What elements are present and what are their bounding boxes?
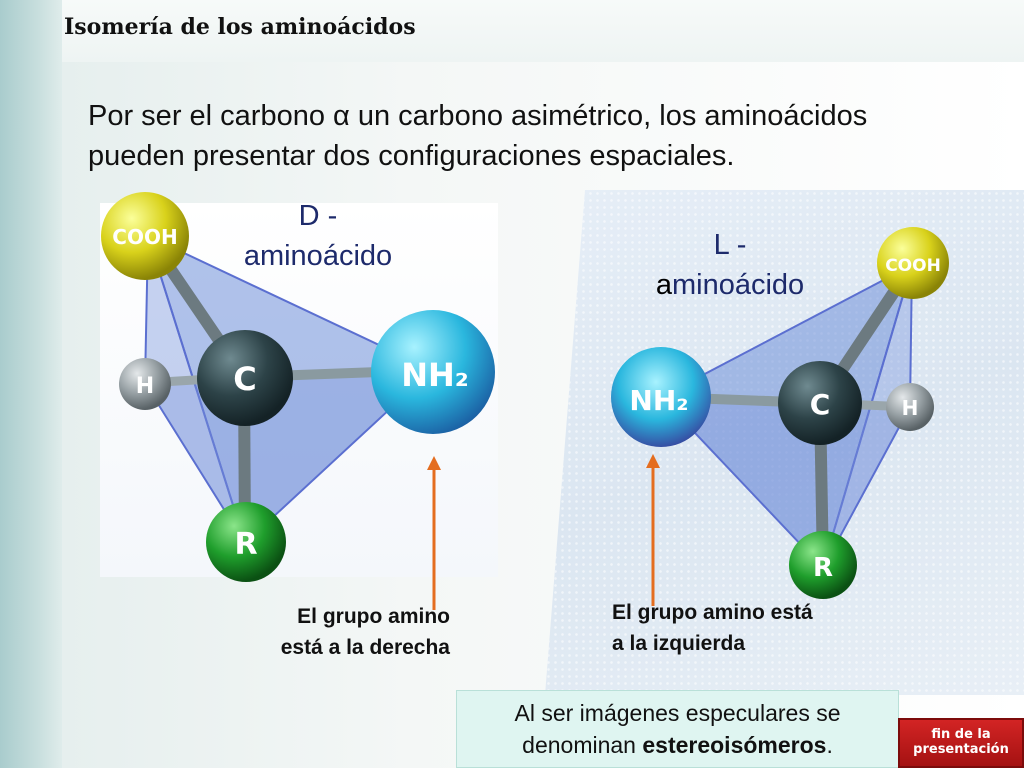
end-presentation-button[interactable]: fin de la presentación <box>898 718 1024 768</box>
intro-line-2: pueden presentar dos configuraciones esp… <box>88 140 735 172</box>
note-line-2: denominan estereoisómeros. <box>457 729 898 761</box>
note-keyword: estereoisómeros <box>642 732 827 758</box>
svg-text:NH₂: NH₂ <box>629 384 688 417</box>
stereoisomer-note: Al ser imágenes especulares se denominan… <box>456 690 899 768</box>
l-isomer-label: L - aminoácido <box>640 225 820 305</box>
l-arrow-icon <box>646 454 660 606</box>
d-label-line-2: aminoácido <box>243 240 393 272</box>
svg-text:C: C <box>233 360 256 398</box>
d-label-line-1: D - <box>298 200 338 232</box>
end-button-line-2: presentación <box>913 742 1009 757</box>
d-atom-cooh: COOH <box>101 192 189 280</box>
l-caption-line-1: El grupo amino está <box>612 601 813 624</box>
intro-text: Por ser el carbono α un carbono asimétri… <box>88 96 1008 176</box>
l-label-rest: minoácido <box>671 269 805 301</box>
d-caption-line-1: El grupo amino <box>297 605 450 628</box>
l-isomer-caption: El grupo amino está a la izquierda <box>612 597 902 659</box>
l-atom-r: R <box>789 531 857 599</box>
l-caption-line-2: a la izquierda <box>612 632 746 655</box>
d-isomer-label: D - aminoácido <box>228 196 408 276</box>
l-atom-c: C <box>778 361 862 445</box>
d-isomer-caption: El grupo amino está a la derecha <box>210 601 450 663</box>
svg-text:NH₂: NH₂ <box>401 356 469 394</box>
d-caption-line-2: está a la derecha <box>280 636 450 659</box>
l-label-line-2: aminoácido <box>640 265 820 305</box>
svg-text:C: C <box>810 388 831 421</box>
l-label-first-letter: a <box>655 269 672 301</box>
svg-text:H: H <box>136 374 154 399</box>
note-line-1: Al ser imágenes especulares se <box>514 700 841 726</box>
svg-text:R: R <box>813 553 833 583</box>
decorative-left-strip <box>0 0 62 768</box>
l-atom-nh2: NH₂ <box>611 347 711 447</box>
intro-line-1: Por ser el carbono α un carbono asimétri… <box>88 100 868 132</box>
d-atom-c: C <box>197 330 293 426</box>
svg-text:H: H <box>902 396 919 420</box>
note-line-2-prefix: denominan <box>522 732 643 758</box>
l-atom-h: H <box>886 383 934 431</box>
end-button-line-1: fin de la <box>931 727 991 742</box>
page-title: Isomería de los aminoácidos <box>64 14 416 40</box>
svg-text:R: R <box>234 527 257 562</box>
d-arrow-icon <box>427 456 441 610</box>
d-atom-r: R <box>206 502 286 582</box>
d-atom-h: H <box>119 358 171 410</box>
d-atom-nh2: NH₂ <box>371 310 495 434</box>
l-atom-cooh: COOH <box>877 227 949 299</box>
l-label-line-1: L - <box>713 229 747 261</box>
note-line-2-suffix: . <box>826 732 833 758</box>
svg-text:COOH: COOH <box>885 256 941 276</box>
svg-text:COOH: COOH <box>112 225 177 249</box>
decorative-top-band <box>62 0 1024 62</box>
